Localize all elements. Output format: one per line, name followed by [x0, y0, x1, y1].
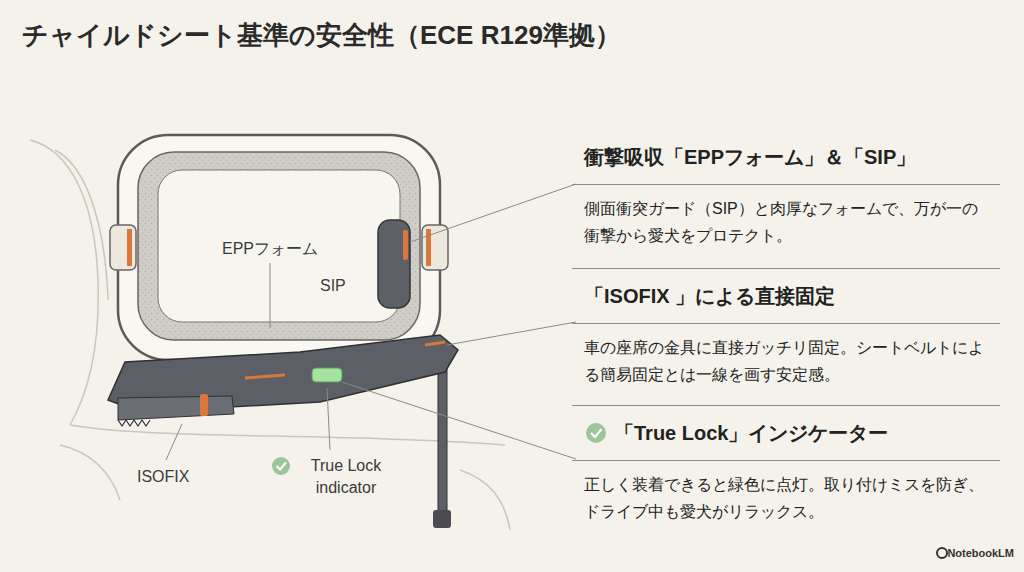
part-label: EPPフォーム — [222, 238, 318, 260]
title: チャイルドシート基準の安全性（ECE R129準拠） — [22, 18, 621, 53]
feature-heading: 「True Lock」インジケーター — [572, 406, 1000, 461]
feature-heading: 衝撃吸収「EPPフォーム」＆「SIP」 — [572, 130, 1000, 185]
accent — [403, 230, 408, 260]
accent — [425, 342, 445, 345]
feature-body: 側面衝突ガード（SIP）と肉厚なフォームで、万が一の衝撃から愛犬をプロテクト。 — [572, 185, 1000, 255]
carrier-shell — [118, 135, 440, 360]
accent — [245, 375, 285, 378]
feature-band: 「True Lock」インジケーター正しく装着できると緑色に点灯。取り付けミスを… — [572, 405, 1000, 531]
isofix-slider — [200, 394, 208, 416]
check-icon — [272, 457, 290, 475]
isofix-arm — [118, 396, 234, 420]
feature-body: 車の座席の金具に直接ガッチリ固定。シートベルトによる簡易固定とは一線を画す安定感… — [572, 324, 1000, 394]
sip-pad — [378, 220, 410, 308]
true-lock-light — [312, 368, 342, 382]
watermark-icon — [937, 548, 947, 558]
part-label: True Lock indicator — [291, 455, 401, 499]
check-icon — [586, 423, 606, 443]
epp-foam — [138, 152, 420, 340]
feature-body: 正しく装着できると緑色に点灯。取り付けミスを防ぎ、ドライブ中も愛犬がリラックス。 — [572, 461, 1000, 531]
cavity — [158, 170, 400, 322]
feature-band: 衝撃吸収「EPPフォーム」＆「SIP」側面衝突ガード（SIP）と肉厚なフォームで… — [572, 130, 1000, 255]
handle — [110, 225, 136, 270]
feature-band: 「ISOFIX 」による直接固定車の座席の金具に直接ガッチリ固定。シートベルトに… — [572, 268, 1000, 394]
leader-line — [166, 184, 576, 460]
part-label: ISOFIX — [137, 466, 189, 488]
handle — [422, 225, 448, 270]
feature-heading: 「ISOFIX 」による直接固定 — [572, 269, 1000, 324]
part-label: NotebookLM — [947, 546, 1014, 560]
accent — [127, 229, 132, 266]
isofix-teeth — [118, 420, 150, 426]
leg-foot — [433, 510, 451, 528]
part-label: SIP — [320, 275, 346, 297]
